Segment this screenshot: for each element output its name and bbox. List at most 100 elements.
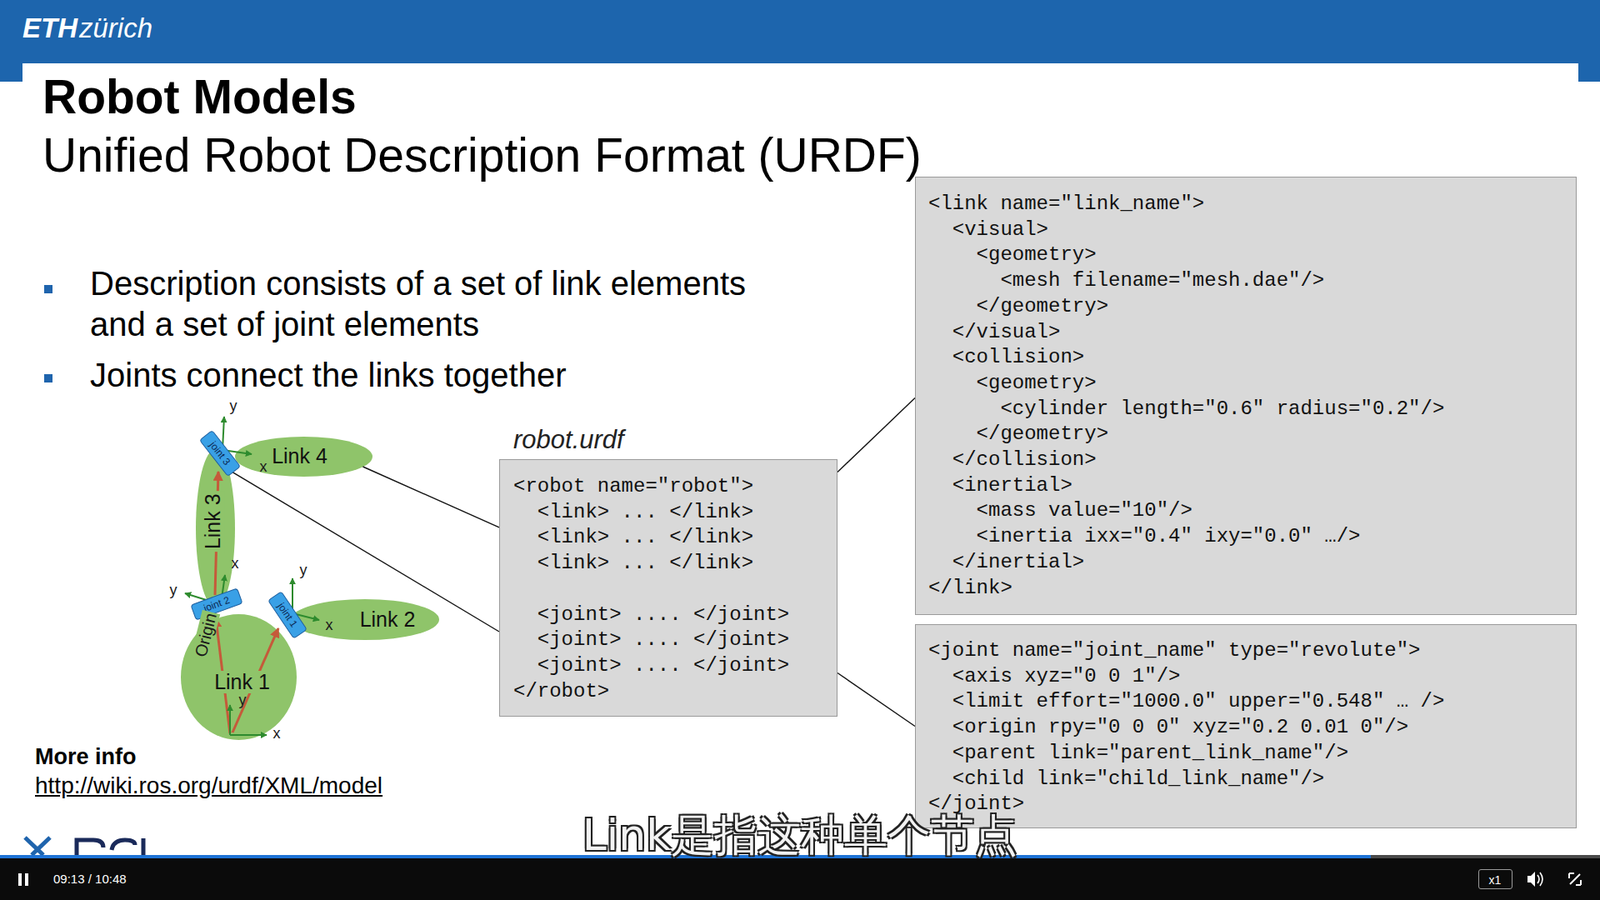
link-name: Link 4 [269,445,330,469]
label-holder: Description consists of a set of link el… [90,263,782,345]
code-line: </geometry> [976,421,1109,448]
leader-connector [837,398,915,473]
more-info-heading: More info [35,743,137,770]
code-line: <visual> [952,217,1049,244]
pause-icon [18,873,22,886]
link-ellipse: Link 3 [195,449,235,608]
slide-title: Robot Models [42,70,357,124]
code-line: <mass value="10"/> [976,498,1193,525]
axis-label: y [300,561,308,579]
code-line: <geometry> [976,242,1097,269]
label-holder: y [300,561,308,579]
logo-mark [76,838,144,855]
joint-name: joint 3 [207,439,234,468]
label-holder: Unified Robot Description Format (URDF) [42,128,922,182]
code-line: <cylinder length="0.6" radius="0.2"/> [1000,396,1445,423]
ellipse-fill [195,449,235,608]
code-box: robot.urdf<robot name="robot"><link> ...… [499,459,838,717]
link-name: Link 2 [357,608,419,632]
player-bar [0,858,1600,900]
label-holder: y [239,691,247,709]
axis-label: x [273,725,281,742]
code-line: <mesh filename="mesh.dae"/> [1000,268,1325,295]
header-band [0,0,1600,64]
code-line: <link name="link_name"> [928,191,1205,218]
logo-mark [25,837,50,855]
label-holder: ETH [22,12,78,45]
code-line: <joint> .... </joint> [537,627,790,654]
axis-label: x [231,555,240,572]
link-name: Link 1 [211,670,273,695]
label-holder: zürich [79,12,153,45]
code-line: <robot name="robot"> [513,474,754,500]
speed-value: x1 [1489,873,1502,887]
axis-arrow [229,705,231,735]
player-icons [0,858,1600,900]
axis-label: y [239,691,247,709]
axis-arrow [230,734,267,736]
code-line: </geometry> [976,294,1109,320]
label-holder: More info [35,743,137,770]
code-line: <inertia ixx="0.4" ixy="0.0" …/> [976,524,1361,550]
volume-icon [1527,871,1535,887]
fullscreen-icon [1569,873,1581,885]
ellipse-fill [290,599,440,640]
joint-box: joint 3 [199,430,241,477]
logo-text: zürich [79,12,153,45]
code-box: <link name="link_name"><visual><geometry… [915,176,1577,615]
code-line: <link> ... </link> [537,525,754,551]
leader-connector [363,466,500,528]
leader-connector [837,673,915,727]
code-box: <joint name="joint_name" type="revolute"… [915,624,1577,829]
link-name: Link 3 [201,491,225,553]
label-holder: x [260,458,268,475]
label-holder: y [170,581,178,599]
code-line: <child link="child_link_name"/> [952,766,1325,793]
label-holder: 09:13 / 10:48 [53,871,127,887]
playback-time: 09:13 / 10:48 [53,871,127,887]
code-line: <origin rpy="0 0 0" xyz="0.2 0.01 0"/> [952,715,1409,741]
code-line: <axis xyz="0 0 1"/> [952,664,1181,690]
code-line: </visual> [952,320,1061,346]
header-side-right [1578,63,1600,82]
bullet-square [44,374,53,383]
code-line: <joint> .... </joint> [537,602,790,629]
header-side-left [0,63,23,82]
code-line: <joint name="joint_name" type="revolute"… [928,638,1421,665]
volume-icon [1537,872,1543,886]
label-holder: http://wiki.ros.org/urdf/XML/model [35,772,383,800]
joint-name: joint 1 [275,600,300,630]
bullet-text: Joints connect the links together [90,355,566,396]
code-line: </collision> [952,447,1097,474]
label-holder: Origin [181,625,230,645]
bullet-square [44,285,53,294]
label-holder: Link是指这种单个节点 [0,813,1600,857]
code-line: </link> [928,575,1013,602]
code-line: <link> ... </link> [537,500,754,526]
label-holder: x1 [1489,872,1502,888]
reference-url: http://wiki.ros.org/urdf/XML/model [35,772,383,800]
code-line: <joint> .... </joint> [537,653,790,680]
link-ellipse: Link 2 [290,599,440,640]
code-line: </inertial> [952,550,1085,576]
label-holder: x [325,616,334,634]
file-name: robot.urdf [513,425,625,455]
code-line: <geometry> [976,370,1097,397]
code-line: <link> ... </link> [537,550,754,577]
link-ellipse: Link 4 [235,436,373,477]
axis-label: y [230,397,238,415]
axis-label: x [260,458,268,475]
slide-subtitle: Unified Robot Description Format (URDF) [42,128,922,182]
code-line: <collision> [952,345,1085,371]
label-holder: y [230,397,238,415]
logo-text: ETH [22,12,78,45]
code-line: <limit effort="1000.0" upper="0.548" … /… [952,689,1445,715]
ellipse-fill [235,436,373,477]
bullet-text: Description consists of a set of link el… [90,263,782,345]
label-holder: x [273,725,281,742]
label-holder: x [231,555,240,572]
code-line: <inertial> [952,473,1073,500]
code-line: </robot> [513,679,610,705]
pause-icon [25,873,29,886]
video-subtitle: Link是指这种单个节点 [582,813,1019,857]
